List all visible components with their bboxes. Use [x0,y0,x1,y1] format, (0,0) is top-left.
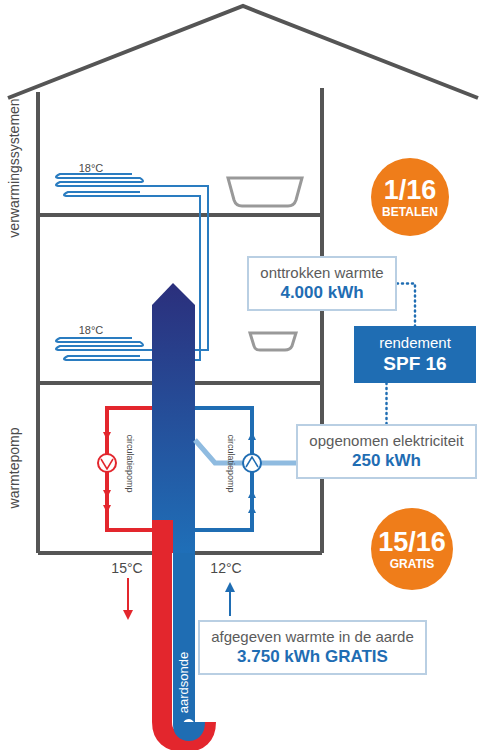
box-value: 4.000 kWh [259,282,385,303]
box-heading: afgegeven warmte in de aarde [210,628,415,646]
flow-arrow [248,432,256,440]
pump-label: circulatiepomp [225,434,236,492]
info-box: opgenomen elektriciteit250 kWh [296,424,477,479]
temperature-label: 18°C [79,324,104,337]
efficiency-box: rendementSPF 16 [354,326,476,383]
heat-column [152,283,195,553]
dotted-connector [386,383,387,424]
flow-arrow [103,490,111,498]
flow-arrow [248,505,256,513]
box-value: GRATIS [390,557,434,571]
pump-symbol [243,454,261,472]
flow-arrow [103,505,111,513]
temp-arrow [127,578,129,612]
pump-symbol [98,454,116,472]
box-heading: opgenomen elektriciteit [308,432,465,450]
temp-arrow [225,582,235,592]
return-pipe [152,520,173,553]
temperature-label: 15°C [111,560,142,576]
pump-symbol [246,457,258,467]
flow-arrow [103,432,111,440]
box-heading: 1/16 [384,176,437,205]
box-value: SPF 16 [364,352,466,375]
temperature-label: 12°C [210,560,241,576]
temp-arrow [123,610,133,620]
pump-label: circulatiepomp [124,434,135,492]
temp-arrow [229,590,231,616]
box-value: BETALEN [382,205,438,219]
floor-group-label: verwarmingssystemen [6,98,22,237]
info-box: onttrokken warmte4.000 kWh [247,256,397,311]
box-heading: rendement [364,334,466,352]
box-value: 250 kWh [308,450,465,471]
box-heading: onttrokken warmte [259,264,385,282]
flow-arrow [248,490,256,498]
temperature-label: 18°C [79,162,104,175]
blue-loop [195,408,252,530]
box-value: 3.750 kWh GRATIS [210,646,415,667]
probe-label: aardsonde [176,651,191,712]
floor-group-label: warmtepomp [6,428,22,509]
info-box: afgegeven warmte in de aarde3.750 kWh GR… [198,620,427,675]
cost-badge: 1/16BETALEN [371,158,449,236]
washbasin [250,333,296,350]
bathtub [228,178,302,206]
box-heading: 15/16 [378,528,446,557]
house-outline [8,6,478,553]
dotted-connector [397,284,415,327]
free-badge: 15/16GRATIS [371,508,453,590]
pump-symbol [101,459,113,469]
